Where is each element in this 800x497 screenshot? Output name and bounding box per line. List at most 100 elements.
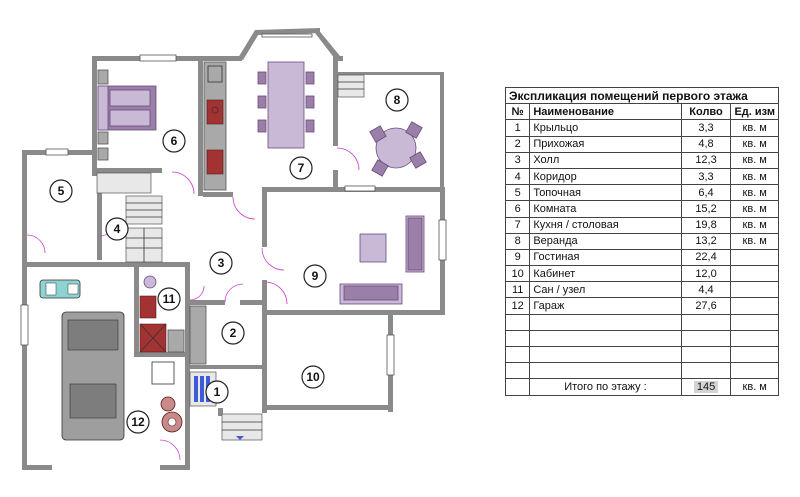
cell-name: Сан / узел <box>529 281 682 299</box>
empty-cell <box>680 362 732 380</box>
empty-cell <box>680 345 732 364</box>
cell-unit: кв. м <box>730 184 779 202</box>
cell-unit: кв. м <box>730 151 779 169</box>
room-label-7: 7 <box>289 156 313 180</box>
room-label-8: 8 <box>385 88 409 112</box>
empty-cell <box>680 329 732 348</box>
room-label-circle <box>162 129 186 153</box>
doors <box>26 147 360 461</box>
cell-area: 19,8 <box>680 216 732 234</box>
room-label-2: 2 <box>221 321 245 345</box>
cell-unit <box>730 297 779 315</box>
room-label-circle <box>49 179 73 203</box>
total-value: 145 <box>693 380 719 393</box>
cell-area: 4,8 <box>680 135 732 153</box>
cell-name: Гостиная <box>529 248 682 267</box>
room-label-circle <box>209 251 233 275</box>
cell-area: 12,0 <box>680 265 732 283</box>
cell-no: 11 <box>504 281 531 299</box>
total-spacer <box>504 378 531 396</box>
room-number: 9 <box>312 269 319 283</box>
cell-no: 1 <box>504 119 531 137</box>
room-number: 1 <box>214 385 221 399</box>
cell-no: 7 <box>504 216 531 234</box>
cell-name: Веранда <box>529 232 682 250</box>
table-empty-row <box>504 362 779 380</box>
total-unit: кв. м <box>730 378 779 396</box>
cell-no: 5 <box>504 184 531 202</box>
windows <box>20 33 447 376</box>
cell-unit: кв. м <box>730 167 779 186</box>
table-empty-row <box>504 313 779 331</box>
veranda-furniture <box>337 74 427 177</box>
cell-area: 12,3 <box>680 151 732 169</box>
empty-cell <box>529 313 682 331</box>
room-label-1: 1 <box>205 380 229 404</box>
room-number: 6 <box>171 134 178 148</box>
room-label-9: 9 <box>303 264 327 288</box>
table-title-row: Экспликация помещений первого этажа <box>505 86 779 105</box>
empty-cell <box>529 362 682 380</box>
room-number: 8 <box>394 93 401 107</box>
cell-area: 4,4 <box>680 281 732 299</box>
header-unit: Ед. изм <box>730 103 779 121</box>
room-label-circle <box>157 287 181 311</box>
cell-no: 8 <box>504 232 531 250</box>
cell-unit <box>730 248 779 267</box>
cell-name: Кабинет <box>529 265 682 283</box>
room-label-10: 10 <box>301 365 325 389</box>
cell-unit: кв. м <box>730 119 779 137</box>
room-label-circle <box>126 410 150 434</box>
cell-no: 4 <box>504 167 531 186</box>
room-number: 10 <box>306 370 320 384</box>
room-label-circle <box>385 88 409 112</box>
room-label-6: 6 <box>162 129 186 153</box>
cell-name: Прихожая <box>529 135 682 153</box>
stairs <box>96 172 163 263</box>
cell-area: 3,3 <box>680 119 732 137</box>
room-number: 2 <box>230 326 237 340</box>
header-no: № <box>504 103 531 121</box>
empty-cell <box>504 313 531 331</box>
room-number: 7 <box>298 161 305 175</box>
empty-cell <box>730 345 779 364</box>
cell-unit: кв. м <box>730 135 779 153</box>
cell-name: Гараж <box>529 297 682 315</box>
room-label-circle <box>303 264 327 288</box>
cell-area: 15,2 <box>680 200 732 218</box>
cell-no: 9 <box>504 248 531 267</box>
cell-unit: кв. м <box>730 200 779 218</box>
cell-name: Топочная <box>529 184 682 202</box>
cell-no: 3 <box>504 151 531 169</box>
room-label-4: 4 <box>105 217 129 241</box>
room-number: 4 <box>114 222 121 236</box>
explication-table: Экспликация помещений первого этажа № На… <box>504 86 779 396</box>
room-label-circle <box>301 365 325 389</box>
cell-unit: кв. м <box>730 232 779 250</box>
room-label-12: 12 <box>126 410 150 434</box>
table-empty-row <box>504 345 779 364</box>
table-total-row: Итого по этажу : 145 кв. м <box>504 378 779 396</box>
bedroom-furniture <box>97 69 157 161</box>
room-label-circle <box>289 156 313 180</box>
empty-cell <box>504 362 531 380</box>
cell-no: 6 <box>504 200 531 218</box>
cell-name: Коридор <box>529 167 682 186</box>
room-label-3: 3 <box>209 251 233 275</box>
header-name: Наименование <box>529 103 682 121</box>
room-label-circle <box>105 217 129 241</box>
cell-name: Холл <box>529 151 682 169</box>
room-number: 3 <box>218 256 225 270</box>
cell-area: 6,4 <box>680 184 732 202</box>
empty-cell <box>680 313 732 331</box>
total-value-cell: 145 <box>680 378 732 396</box>
room-label-circle <box>221 321 245 345</box>
total-label: Итого по этажу : <box>529 378 682 396</box>
